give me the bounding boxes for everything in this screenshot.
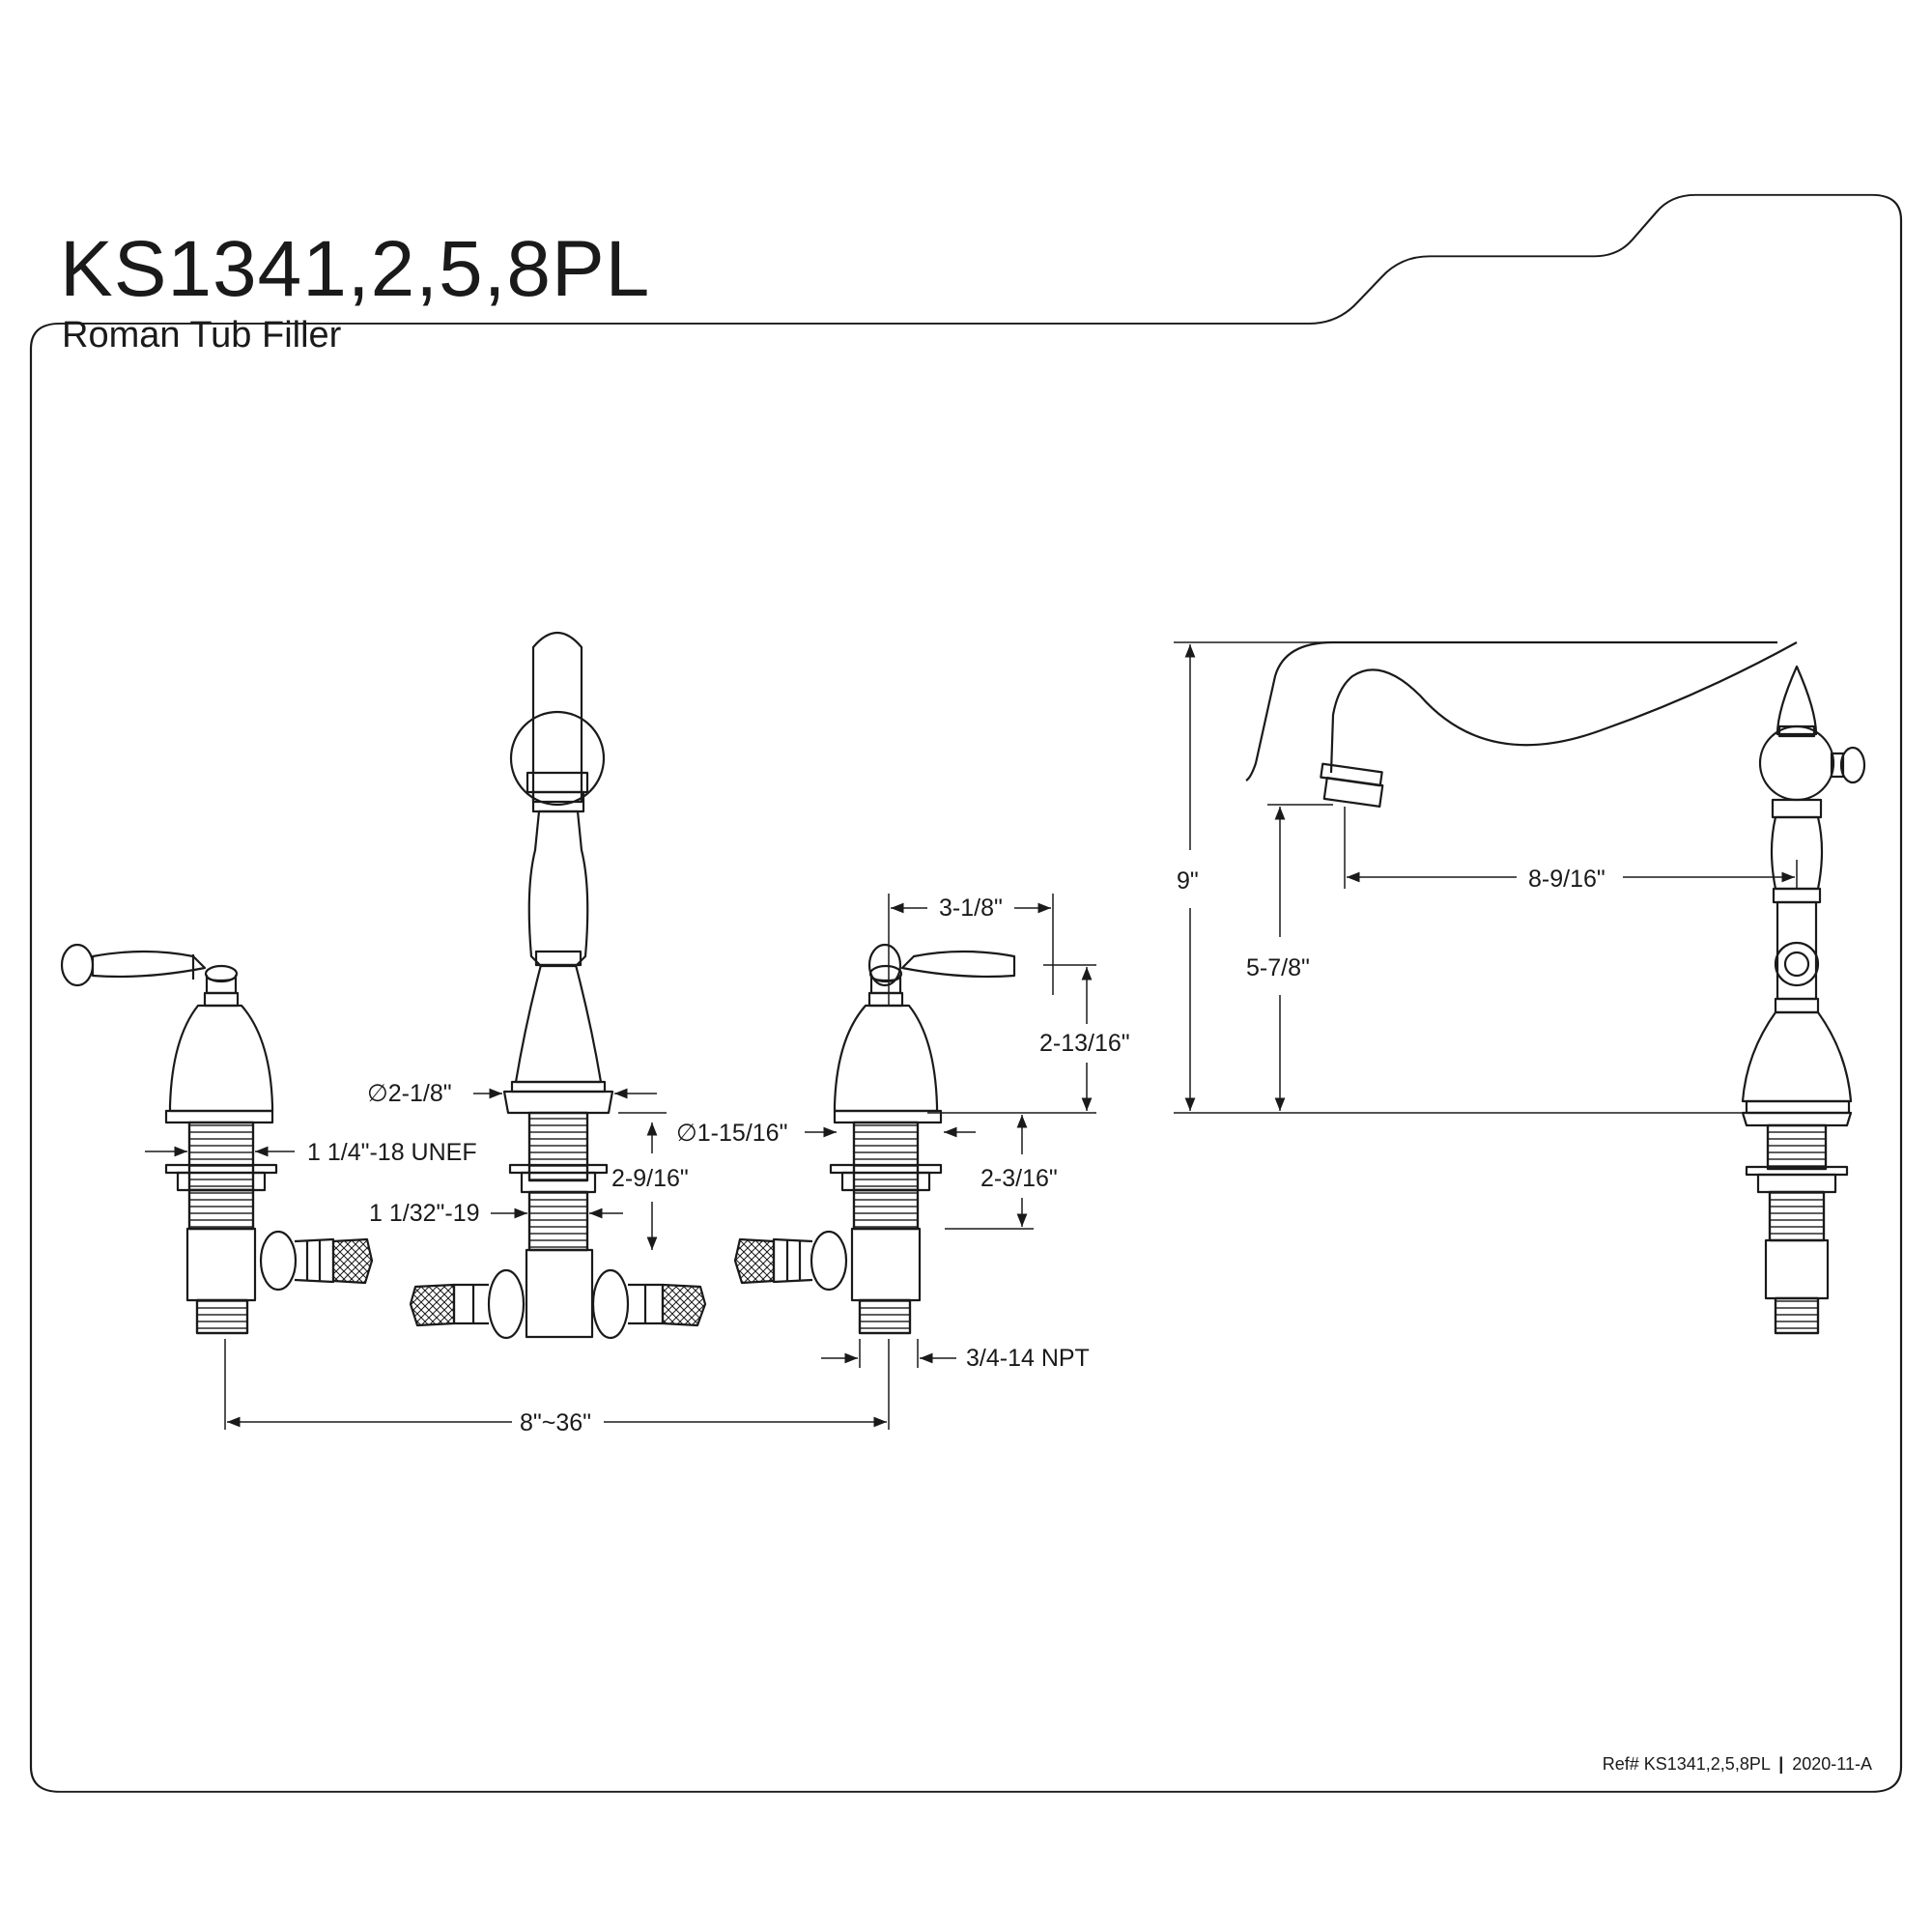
- dim-spout-reach: 8-9/16": [1528, 866, 1605, 893]
- dim-spout-thread: 1 1/32"-19: [369, 1200, 480, 1227]
- reference-separator: |: [1778, 1754, 1784, 1774]
- revision-code: 2020-11-A: [1792, 1754, 1872, 1774]
- dim-spout-shank: 2-9/16": [611, 1165, 689, 1192]
- dim-handle-height: 2-13/16": [1039, 1030, 1130, 1057]
- dim-spout-clearance: 5-7/8": [1246, 954, 1310, 981]
- reference-number: Ref# KS1341,2,5,8PL: [1602, 1754, 1771, 1774]
- dim-spout-base-dia: ∅2-1/8": [367, 1080, 452, 1107]
- dim-valve-shank: 2-3/16": [980, 1165, 1058, 1192]
- right-valve: [733, 943, 1016, 1335]
- dim-handle-span: 3-1/8": [939, 895, 1003, 922]
- side-view-spout: [1245, 640, 1866, 1335]
- dim-valve-thread: 1 1/4"-18 UNEF: [307, 1139, 477, 1166]
- left-valve: [60, 943, 374, 1335]
- dim-inlet-thread: 3/4-14 NPT: [966, 1345, 1090, 1372]
- reference-footer: Ref# KS1341,2,5,8PL | 2020-11-A: [1603, 1754, 1872, 1775]
- dim-valve-base-dia: ∅1-15/16": [676, 1120, 787, 1147]
- page-title: KS1341,2,5,8PL: [60, 225, 651, 313]
- dim-total-height: 9": [1177, 867, 1199, 895]
- sheet-frame: [29, 193, 1903, 1793]
- center-spout: [409, 632, 707, 1340]
- dim-spread: 8"~36": [520, 1409, 591, 1436]
